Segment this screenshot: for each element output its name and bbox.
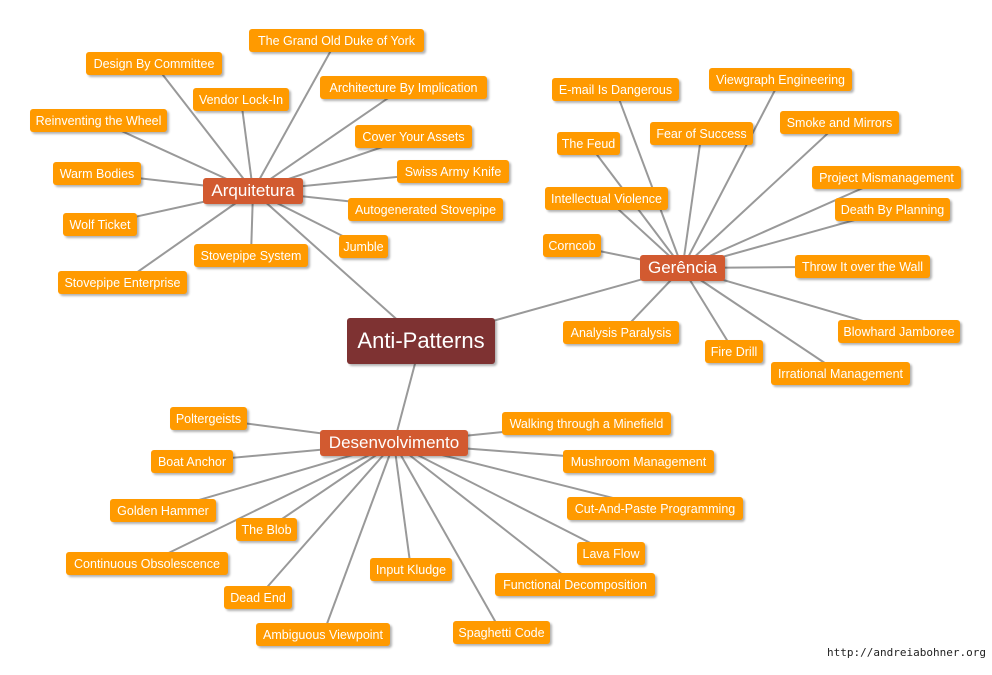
connector-hub-leaf <box>322 442 395 635</box>
connector-hub-leaf <box>681 267 735 353</box>
connector-hub-leaf <box>265 442 395 531</box>
leaf-node[interactable]: The Blob <box>236 518 297 541</box>
connector-hub-leaf <box>121 190 254 284</box>
connector-hub-leaf <box>257 442 395 599</box>
leaf-node[interactable]: Design By Committee <box>86 52 222 75</box>
connector-hub-leaf <box>252 86 405 192</box>
connector-hub-leaf <box>252 40 338 192</box>
leaf-node[interactable]: Corncob <box>543 234 601 257</box>
leaf-node[interactable]: Architecture By Implication <box>320 76 487 99</box>
leaf-node[interactable]: Stovepipe Enterprise <box>58 271 187 294</box>
leaf-node[interactable]: Cover Your Assets <box>355 125 472 148</box>
connector-hub-leaf <box>681 133 703 269</box>
leaf-node[interactable]: Project Mismanagement <box>812 166 961 189</box>
hub-node-desenvolvimento[interactable]: Desenvolvimento <box>320 430 468 456</box>
connector-hub-leaf <box>393 442 412 570</box>
leaf-node[interactable]: Functional Decomposition <box>495 573 655 596</box>
leaf-node[interactable]: Ambiguous Viewpoint <box>256 623 390 646</box>
leaf-node[interactable]: Golden Hammer <box>110 499 216 522</box>
leaf-node[interactable]: Warm Bodies <box>53 162 141 185</box>
connector-root-hub <box>252 190 422 342</box>
leaf-node[interactable]: Wolf Ticket <box>63 213 137 236</box>
leaf-node[interactable]: Boat Anchor <box>151 450 233 473</box>
leaf-node[interactable]: Analysis Paralysis <box>563 321 679 344</box>
leaf-node[interactable]: The Feud <box>557 132 620 155</box>
leaf-node[interactable]: Cut-And-Paste Programming <box>567 497 743 520</box>
connector-hub-leaf <box>393 442 576 586</box>
connector-hub-leaf <box>146 442 395 565</box>
leaf-node[interactable]: Reinventing the Wheel <box>30 109 167 132</box>
leaf-node[interactable]: Throw It over the Wall <box>795 255 930 278</box>
leaf-node[interactable]: Autogenerated Stovepipe <box>348 198 503 221</box>
leaf-node[interactable]: Vendor Lock-In <box>193 88 289 111</box>
leaf-node[interactable]: Mushroom Management <box>563 450 714 473</box>
leaf-node[interactable]: Input Kludge <box>370 558 452 581</box>
source-url: http://andreiabohner.org <box>827 646 986 659</box>
connector-hub-leaf <box>681 121 841 269</box>
connector-hub-leaf <box>681 267 842 375</box>
leaf-node[interactable]: Irrational Management <box>771 362 910 385</box>
leaf-node[interactable]: Continuous Obsolescence <box>66 552 228 575</box>
connector-hub-leaf <box>153 62 254 192</box>
leaf-node[interactable]: Poltergeists <box>170 407 247 430</box>
connector-hub-leaf <box>682 176 887 269</box>
connector-hub-leaf <box>681 79 782 269</box>
leaf-node[interactable]: Fire Drill <box>705 340 763 363</box>
root-node[interactable]: Anti-Patterns <box>347 318 495 364</box>
leaf-node[interactable]: Jumble <box>339 235 388 258</box>
leaf-node[interactable]: Smoke and Mirrors <box>780 111 899 134</box>
hub-node-gerncia[interactable]: Gerência <box>640 255 725 281</box>
leaf-node[interactable]: Blowhard Jamboree <box>838 320 960 343</box>
connector-hub-leaf <box>614 89 684 269</box>
leaf-node[interactable]: Swiss Army Knife <box>397 160 509 183</box>
connector-hub-leaf <box>240 99 254 192</box>
leaf-node[interactable]: Viewgraph Engineering <box>709 68 852 91</box>
leaf-node[interactable]: Stovepipe System <box>194 244 308 267</box>
leaf-node[interactable]: Fear of Success <box>650 122 753 145</box>
leaf-node[interactable]: Walking through a Minefield <box>502 412 671 435</box>
leaf-node[interactable]: Death By Planning <box>835 198 950 221</box>
leaf-node[interactable]: Dead End <box>224 586 292 609</box>
hub-node-arquitetura[interactable]: Arquitetura <box>203 178 303 204</box>
connector-hub-leaf <box>393 442 612 555</box>
leaf-node[interactable]: Lava Flow <box>577 542 645 565</box>
leaf-node[interactable]: The Grand Old Duke of York <box>249 29 424 52</box>
leaf-node[interactable]: Intellectual Violence <box>545 187 668 210</box>
leaf-node[interactable]: E-mail Is Dangerous <box>552 78 679 101</box>
connector-hub-leaf <box>393 442 503 633</box>
leaf-node[interactable]: Spaghetti Code <box>453 621 550 644</box>
